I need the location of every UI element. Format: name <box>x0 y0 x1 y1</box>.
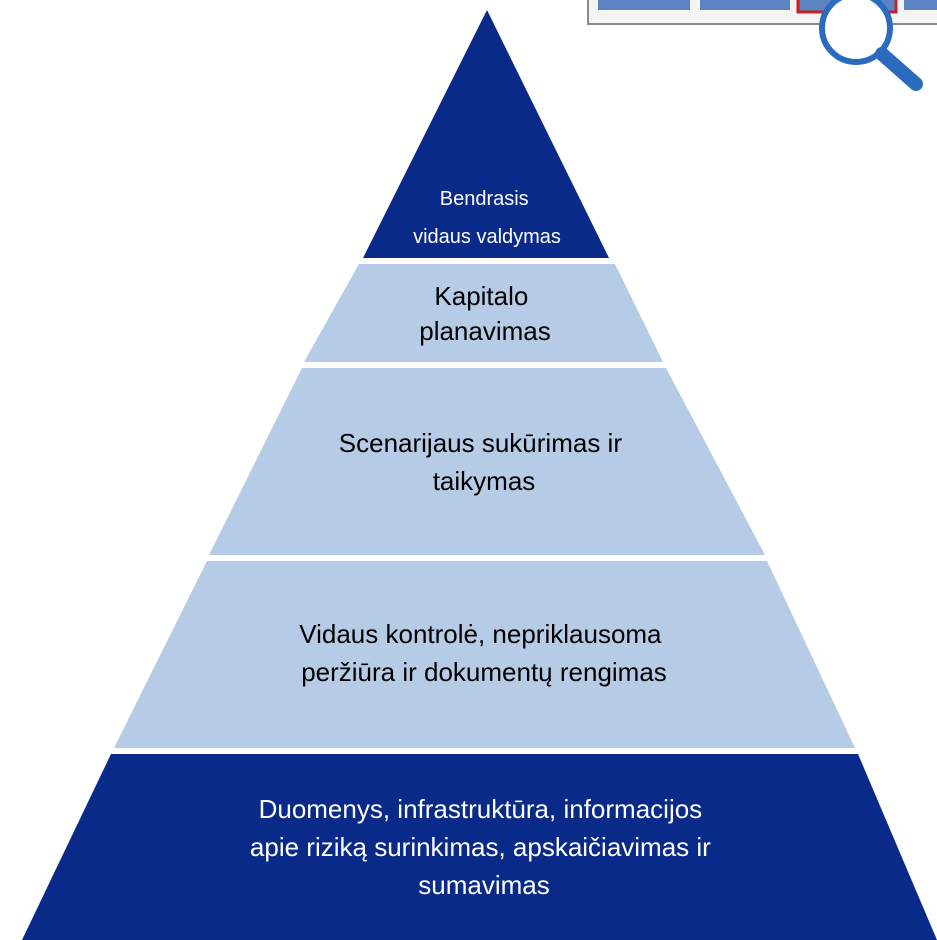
tier-top-label: Bendrasis vidaus valdymas <box>413 188 561 248</box>
tier-scenario-shape <box>209 368 765 555</box>
tier-data-label: Duomenys, infrastruktūra, informacijos a… <box>250 794 718 900</box>
tier-control-shape <box>114 561 855 748</box>
zoom-magnifier-icon[interactable] <box>819 0 923 91</box>
tier-data-shape <box>22 754 937 940</box>
thumbnail-overlay[interactable] <box>587 0 937 91</box>
thumbnail-tab-1 <box>598 0 690 10</box>
tier-top-shape <box>363 10 609 258</box>
tier-control-label: Vidaus kontrolė, nepriklausoma peržiūra … <box>299 619 669 687</box>
thumbnail-tab-2 <box>700 0 790 10</box>
thumbnail-tab-4 <box>904 0 937 10</box>
tier-capital-shape <box>304 264 663 362</box>
tier-capital-label: Kapitalo planavimas <box>419 281 551 346</box>
tier-scenario-label: Scenarijaus sukūrimas ir taikymas <box>339 428 629 496</box>
